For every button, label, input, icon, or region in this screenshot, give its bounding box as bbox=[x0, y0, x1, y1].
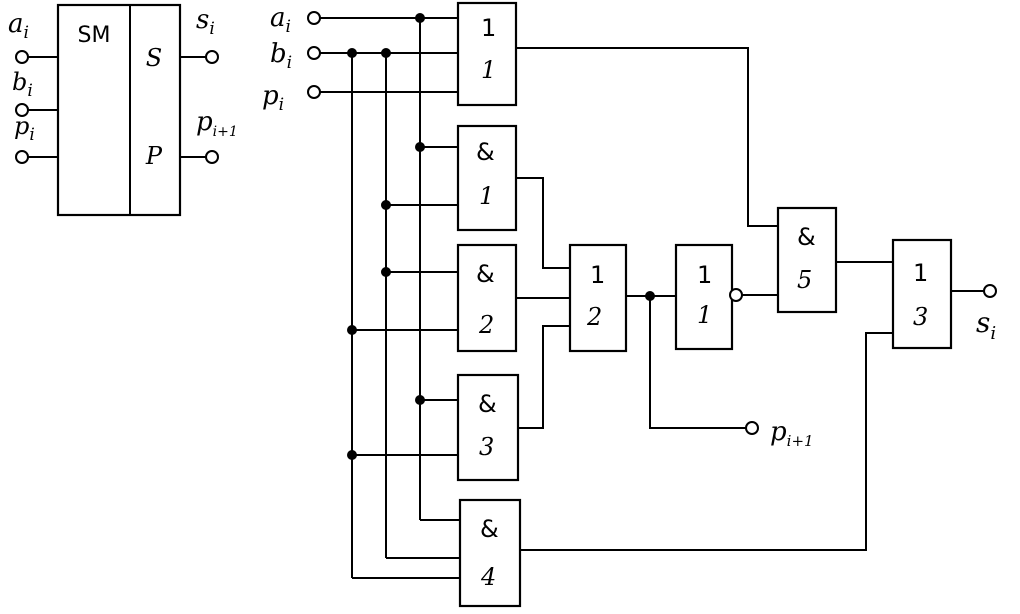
gate-and-5-symbol: & bbox=[797, 223, 816, 251]
gate-and-3: & 3 bbox=[456, 373, 520, 482]
sm-input-b-terminal bbox=[15, 103, 29, 117]
gate-and-1-number: 1 bbox=[479, 182, 494, 210]
junction-p-top bbox=[347, 48, 357, 58]
input-a-terminal bbox=[307, 11, 321, 25]
gate-and-3-symbol: & bbox=[478, 390, 497, 418]
gate-and-3-number: 3 bbox=[479, 433, 494, 461]
gate-or-3: 1 3 bbox=[891, 238, 953, 350]
sm-block: SM S P ai bi pi si pi+1 bbox=[8, 3, 238, 217]
gate-and-1-symbol: & bbox=[476, 138, 495, 166]
input-p-label: pi bbox=[262, 81, 284, 115]
wire-and4-to-or3 bbox=[520, 332, 893, 551]
sm-block-title: SM bbox=[78, 23, 111, 48]
gate-and-4: & 4 bbox=[458, 498, 522, 608]
wire-and3-to-or2 bbox=[518, 325, 570, 429]
sm-input-a-terminal bbox=[15, 50, 29, 64]
output-carry-label: pi+1 bbox=[770, 417, 814, 450]
gate-nor-1-inverter-bubble bbox=[729, 288, 743, 302]
input-b-terminal bbox=[307, 46, 321, 60]
sm-input-a-label: ai bbox=[8, 9, 29, 43]
logic-circuit: ai bi pi bbox=[262, 1, 997, 608]
gate-or-2-symbol: 1 bbox=[590, 261, 605, 289]
sm-output-p-terminal bbox=[205, 150, 219, 164]
gate-and-5: & 5 bbox=[776, 206, 838, 314]
gate-and-2-symbol: & bbox=[476, 260, 495, 288]
wire-carry-out bbox=[649, 296, 752, 429]
wire-and1-to-or2 bbox=[516, 177, 570, 269]
gate-or-1-number: 1 bbox=[481, 56, 496, 84]
junction-a-top bbox=[415, 13, 425, 23]
gate-or-2-number: 2 bbox=[586, 303, 602, 331]
sm-output-s-label: si bbox=[196, 5, 215, 39]
junction-b-top bbox=[381, 48, 391, 58]
sm-output-p-label: pi+1 bbox=[196, 107, 238, 140]
gate-or-3-symbol: 1 bbox=[913, 259, 928, 287]
gate-and-1: & 1 bbox=[456, 124, 518, 232]
gate-or-1: 1 1 bbox=[456, 1, 518, 107]
wire-or1-to-and5 bbox=[516, 47, 778, 227]
gate-nor-1-number: 1 bbox=[697, 301, 712, 329]
sm-output-s-terminal bbox=[205, 50, 219, 64]
gate-and-5-number: 5 bbox=[797, 266, 812, 294]
gate-nor-1: 1 1 bbox=[674, 243, 743, 351]
sm-block-out-p-label: P bbox=[145, 142, 163, 170]
sm-input-p-label: pi bbox=[14, 112, 35, 145]
gate-or-1-symbol: 1 bbox=[481, 14, 496, 42]
output-sum-terminal bbox=[983, 284, 997, 298]
gate-or-2: 1 2 bbox=[568, 243, 628, 353]
sm-input-b-label: bi bbox=[12, 68, 33, 101]
output-carry-terminal bbox=[745, 421, 759, 435]
input-p-terminal bbox=[307, 85, 321, 99]
input-a-label: ai bbox=[270, 3, 291, 37]
sm-input-p-terminal bbox=[15, 150, 29, 164]
output-sum-label: si bbox=[976, 306, 996, 344]
gate-and-2: & 2 bbox=[456, 243, 518, 353]
gate-nor-1-symbol: 1 bbox=[697, 261, 712, 289]
gate-and-4-symbol: & bbox=[480, 515, 499, 543]
sm-block-frame bbox=[56, 3, 182, 217]
sm-block-out-s-label: S bbox=[146, 44, 162, 72]
gate-and-4-number: 4 bbox=[480, 563, 496, 591]
gate-or-3-number: 3 bbox=[913, 303, 928, 331]
input-b-label: bi bbox=[270, 39, 292, 73]
gate-and-2-number: 2 bbox=[478, 311, 494, 339]
